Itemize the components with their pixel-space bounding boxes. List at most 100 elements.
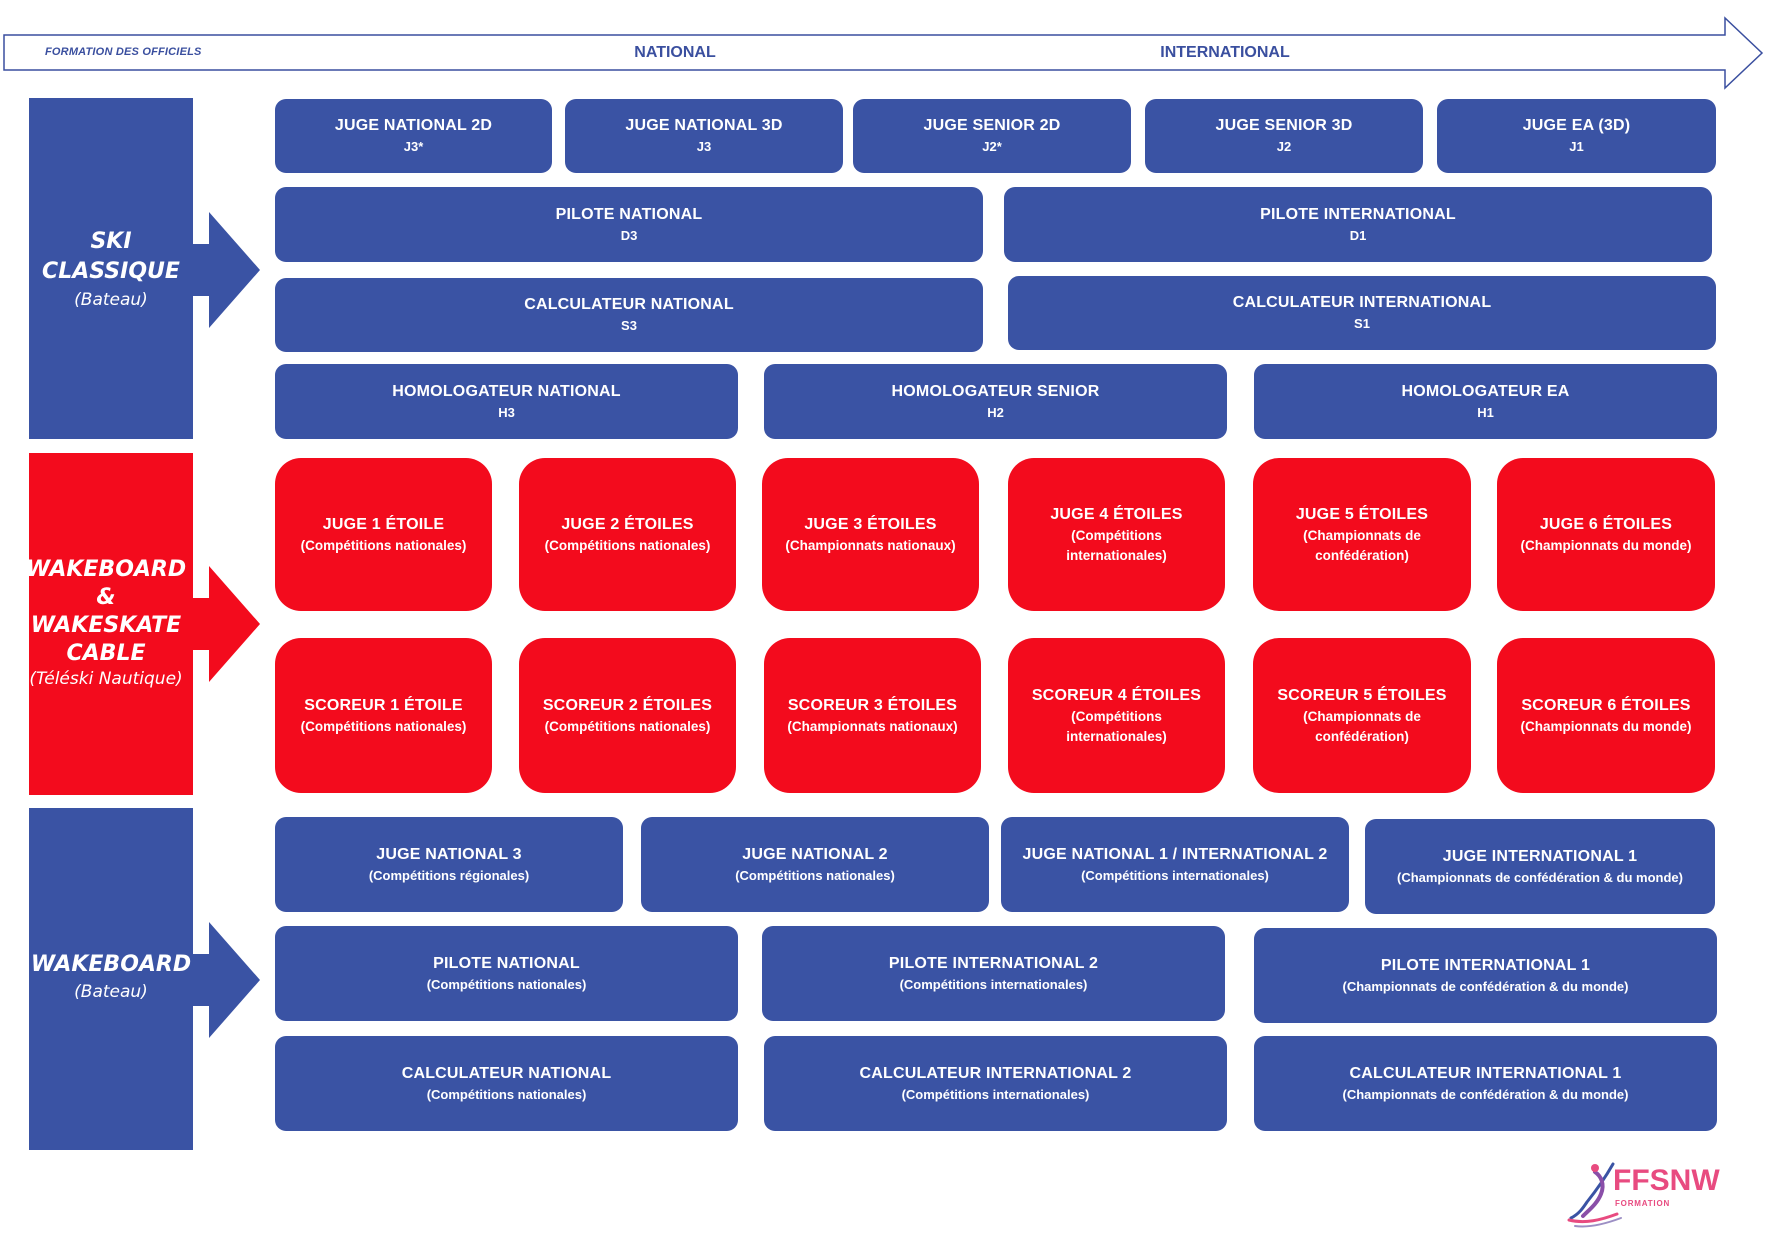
boat-pilote-international-2: PILOTE INTERNATIONAL 2 (Compétitions int… xyxy=(762,926,1225,1021)
ski-juge-senior-3d: JUGE SENIOR 3D J2 xyxy=(1145,99,1423,173)
box-code: H1 xyxy=(1477,404,1494,420)
section-ski-subtitle: (Bateau) xyxy=(74,290,148,310)
box-title: SCOREUR 4 ÉTOILES xyxy=(1031,686,1202,704)
section-ski-title-2: CLASSIQUE xyxy=(42,259,180,284)
box-sub: (Compétitions internationales) xyxy=(901,1086,1090,1102)
box-title: JUGE 1 ÉTOILE xyxy=(322,515,445,533)
section-cable-subtitle: (Téléski Nautique) xyxy=(29,669,183,689)
box-title: HOMOLOGATEUR EA xyxy=(1401,382,1570,400)
box-title: JUGE 2 ÉTOILES xyxy=(561,515,694,533)
header-international-label: INTERNATIONAL xyxy=(1160,44,1290,61)
skier-logo-icon xyxy=(1567,1162,1622,1228)
box-title: SCOREUR 2 ÉTOILES xyxy=(542,696,713,714)
box-sub: (Compétitions internationales) xyxy=(899,976,1088,992)
cable-scoreur-1-etoile: SCOREUR 1 ÉTOILE (Compétitions nationale… xyxy=(275,638,492,793)
ski-arrow-icon xyxy=(192,212,260,328)
progression-arrow xyxy=(3,16,1764,90)
box-sub-1: (Championnats nationaux) xyxy=(785,537,956,553)
box-sub: (Compétitions nationales) xyxy=(735,867,895,883)
box-sub-2: confédération) xyxy=(1315,547,1409,563)
box-sub: (Championnats de confédération & du mond… xyxy=(1342,1086,1629,1102)
box-title: JUGE NATIONAL 2 xyxy=(742,845,888,863)
box-title: PILOTE NATIONAL xyxy=(555,205,703,223)
box-code: J1 xyxy=(1569,139,1584,154)
cable-juge-3-etoiles: JUGE 3 ÉTOILES (Championnats nationaux) xyxy=(762,458,979,611)
box-title: CALCULATEUR NATIONAL xyxy=(401,1064,612,1082)
box-code: D1 xyxy=(1349,227,1367,243)
box-title: JUGE 6 ÉTOILES xyxy=(1539,515,1673,533)
cable-scoreur-2-etoiles: SCOREUR 2 ÉTOILES (Compétitions national… xyxy=(519,638,736,793)
ski-pilote-national: PILOTE NATIONAL D3 xyxy=(275,187,983,262)
box-code: J3 xyxy=(696,139,712,154)
box-sub-2: internationales) xyxy=(1066,547,1167,563)
box-title: SCOREUR 5 ÉTOILES xyxy=(1277,686,1447,704)
box-sub-1: (Championnats nationaux) xyxy=(787,718,958,734)
section-cable-title-2: & xyxy=(96,585,116,610)
box-title: CALCULATEUR INTERNATIONAL 2 xyxy=(859,1064,1132,1082)
ski-pilote-international: PILOTE INTERNATIONAL D1 xyxy=(1004,187,1712,262)
box-title: JUGE NATIONAL 1 / INTERNATIONAL 2 xyxy=(1022,845,1328,863)
box-sub-1: (Compétitions xyxy=(1071,527,1162,543)
cable-juge-1-etoile: JUGE 1 ÉTOILE (Compétitions nationales) xyxy=(275,458,492,611)
boat-juge-international-1: JUGE INTERNATIONAL 1 (Championnats de co… xyxy=(1365,819,1715,914)
ski-homologateur-national: HOMOLOGATEUR NATIONAL H3 xyxy=(275,364,738,439)
section-cable-title-4: CABLE xyxy=(66,641,146,666)
box-sub-1: (Championnats du monde) xyxy=(1520,537,1692,553)
ski-calculateur-international: CALCULATEUR INTERNATIONAL S1 xyxy=(1008,276,1716,350)
ski-homologateur-senior: HOMOLOGATEUR SENIOR H2 xyxy=(764,364,1227,439)
box-sub-1: (Compétitions xyxy=(1071,708,1162,724)
ski-homologateur-ea: HOMOLOGATEUR EA H1 xyxy=(1254,364,1717,439)
box-sub-1: (Championnats du monde) xyxy=(1520,718,1692,734)
box-title: JUGE INTERNATIONAL 1 xyxy=(1442,847,1638,865)
ffsnw-logo: FFSNW FORMATION xyxy=(1555,1150,1725,1230)
box-sub-1: (Championnats de xyxy=(1303,708,1421,724)
ski-calculateur-national: CALCULATEUR NATIONAL S3 xyxy=(275,278,983,352)
cable-scoreur-4-etoiles: SCOREUR 4 ÉTOILES (Compétitions internat… xyxy=(1008,638,1225,793)
section-wakeboard-bateau: WAKEBOARD (Bateau) xyxy=(29,808,193,1150)
box-sub-1: (Championnats de xyxy=(1303,527,1421,543)
box-title: SCOREUR 3 ÉTOILES xyxy=(787,696,958,714)
cable-juge-6-etoiles: JUGE 6 ÉTOILES (Championnats du monde) xyxy=(1497,458,1715,611)
box-code: S1 xyxy=(1354,316,1370,331)
boat-juge-national-2: JUGE NATIONAL 2 (Compétitions nationales… xyxy=(641,817,989,912)
box-title: SCOREUR 6 ÉTOILES xyxy=(1521,696,1691,714)
box-sub: (Compétitions nationales) xyxy=(426,976,587,992)
logo-text: FFSNW xyxy=(1613,1164,1720,1197)
section-ski-classique: SKI CLASSIQUE (Bateau) xyxy=(29,98,193,439)
box-title: PILOTE INTERNATIONAL 1 xyxy=(1380,956,1591,974)
ski-juge-national-3d: JUGE NATIONAL 3D J3 xyxy=(565,99,843,173)
cable-juge-4-etoiles: JUGE 4 ÉTOILES (Compétitions internation… xyxy=(1008,458,1225,611)
cable-scoreur-6-etoiles: SCOREUR 6 ÉTOILES (Championnats du monde… xyxy=(1497,638,1715,793)
section-wakeboard-cable: WAKEBOARD & WAKESKATE CABLE (Téléski Nau… xyxy=(26,453,193,795)
logo-subtext: FORMATION xyxy=(1615,1199,1671,1208)
section-cable-title-3: WAKESKATE xyxy=(30,613,182,638)
box-sub-1: (Compétitions nationales) xyxy=(300,537,467,553)
boat-calculateur-national: CALCULATEUR NATIONAL (Compétitions natio… xyxy=(275,1036,738,1131)
box-code: J2* xyxy=(982,139,1002,154)
boat-calculateur-international-1: CALCULATEUR INTERNATIONAL 1 (Championnat… xyxy=(1254,1036,1717,1131)
section-cable-title-1: WAKEBOARD xyxy=(25,557,187,582)
box-title: JUGE 4 ÉTOILES xyxy=(1050,505,1183,523)
box-title: PILOTE INTERNATIONAL xyxy=(1260,205,1456,223)
ski-juge-senior-2d: JUGE SENIOR 2D J2* xyxy=(853,99,1131,173)
box-code: D3 xyxy=(620,227,638,243)
box-sub: (Compétitions régionales) xyxy=(368,867,530,883)
box-title: HOMOLOGATEUR SENIOR xyxy=(891,382,1100,400)
section-boat-subtitle: (Bateau) xyxy=(74,982,148,1002)
boat-pilote-international-1: PILOTE INTERNATIONAL 1 (Championnats de … xyxy=(1254,928,1717,1023)
ski-juge-national-2d: JUGE NATIONAL 2D J3* xyxy=(275,99,552,173)
boat-juge-national-3: JUGE NATIONAL 3 (Compétitions régionales… xyxy=(275,817,623,912)
cable-arrow-icon xyxy=(192,566,260,682)
box-title: JUGE NATIONAL 3D xyxy=(625,117,783,134)
box-sub: (Compétitions internationales) xyxy=(1081,867,1269,883)
header-formation-label: FORMATION DES OFFICIELS xyxy=(45,46,202,58)
box-sub-1: (Compétitions nationales) xyxy=(544,718,711,734)
box-title: PILOTE NATIONAL xyxy=(433,954,580,972)
box-title: JUGE 3 ÉTOILES xyxy=(804,515,937,533)
box-title: JUGE SENIOR 3D xyxy=(1215,117,1353,134)
box-title: JUGE SENIOR 2D xyxy=(923,117,1061,134)
boat-pilote-national: PILOTE NATIONAL (Compétitions nationales… xyxy=(275,926,738,1021)
box-code: J3* xyxy=(403,139,424,154)
box-sub-2: internationales) xyxy=(1066,728,1167,744)
box-code: H3 xyxy=(498,404,515,420)
